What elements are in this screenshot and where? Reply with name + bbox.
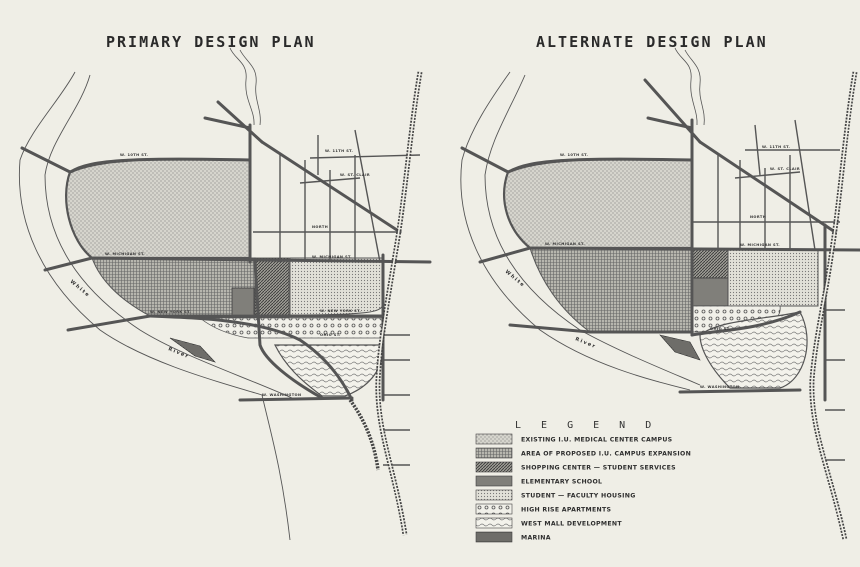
zone-elementary-school-alt: [691, 277, 729, 307]
zone-medical-center: [65, 157, 252, 260]
legend-label-medical: EXISTING I.U. MEDICAL CENTER CAMPUS: [521, 437, 672, 444]
legend-label-expansion: AREA OF PROPOSED I.U. CAMPUS EXPANSION: [521, 451, 691, 458]
legend-swatch-shopping: [475, 461, 513, 473]
creek: [229, 47, 261, 126]
primary-roads: [20, 100, 432, 402]
zone-shopping-center-alt: [691, 249, 729, 279]
legend-swatch-school: [475, 475, 513, 487]
legend: L E G E N D EXISTING I.U. MEDICAL CENTER…: [475, 420, 691, 543]
label-w11th-alt: W. 11TH ST.: [762, 145, 790, 149]
primary-plan-map: W. 10TH ST. W. MICHIGAN ST. W. NEW YORK …: [18, 47, 432, 541]
zone-medical-center-alt: [503, 157, 694, 250]
zone-shopping-center: [254, 257, 290, 319]
legend-title: L E G E N D: [515, 420, 658, 431]
creek-alt: [674, 47, 705, 126]
label-north-alt: NORTH: [750, 215, 766, 219]
label-michigan-primary: W. MICHIGAN ST.: [105, 252, 145, 256]
legend-swatch-westmall: [475, 517, 513, 529]
legend-swatch-medical: [475, 433, 513, 445]
primary-plan-title: PRIMARY DESIGN PLAN: [106, 33, 316, 51]
legend-item-housing: STUDENT — FACULTY HOUSING: [475, 489, 636, 501]
legend-item-expansion: AREA OF PROPOSED I.U. CAMPUS EXPANSION: [475, 447, 691, 459]
label-ohio-alt: OHIO ST.: [710, 327, 731, 331]
zone-student-housing: [289, 257, 384, 316]
zone-campus-expansion: [91, 257, 256, 319]
legend-label-school: ELEMENTARY SCHOOL: [521, 479, 602, 486]
alternate-roads: [460, 78, 860, 402]
label-washington-alt: W. WASHINGTON: [700, 385, 739, 389]
label-w11th-primary: W. 11TH ST.: [325, 149, 353, 153]
legend-item-shopping: SHOPPING CENTER — STUDENT SERVICES: [475, 461, 676, 473]
primary-freeway-spur: [348, 398, 380, 471]
label-michigan-alt: W. MICHIGAN ST.: [545, 242, 585, 246]
label-ohio-primary: OHIO ST.: [320, 333, 341, 337]
zone-west-mall: [274, 344, 384, 397]
legend-label-housing: STUDENT — FACULTY HOUSING: [521, 493, 636, 500]
primary-freeway-inner: [377, 71, 421, 536]
legend-label-highrise: HIGH RISE APARTMENTS: [521, 507, 611, 514]
label-newyork-primary-east: W. NEW YORK ST.: [320, 309, 361, 313]
alternate-plan-map: W. 10TH ST. W. MICHIGAN ST. OHIO ST. W. …: [460, 47, 860, 541]
legend-swatch-highrise: [475, 503, 513, 515]
zone-student-housing-alt: [727, 249, 819, 307]
label-w10th-alt: W. 10TH ST.: [560, 153, 588, 157]
zone-marina-alt: [659, 334, 701, 361]
label-white-primary: White: [69, 279, 91, 299]
zone-elementary-school: [231, 287, 255, 319]
legend-item-medical: EXISTING I.U. MEDICAL CENTER CAMPUS: [475, 433, 672, 445]
river-bank-east-alt: [484, 74, 701, 386]
river-bank-west: [18, 71, 291, 541]
label-michigan-alt-east: W. MICHIGAN ST.: [740, 243, 780, 247]
legend-swatch-marina: [475, 531, 513, 543]
label-w10th-primary: W. 10TH ST.: [120, 153, 148, 157]
legend-swatch-expansion: [475, 447, 513, 459]
river-bank-east: [44, 74, 293, 399]
legend-item-marina: MARINA: [475, 531, 551, 543]
legend-label-westmall: WEST MALL DEVELOPMENT: [521, 521, 622, 528]
alternate-freeway-inner: [811, 71, 856, 541]
zone-marina: [169, 337, 216, 363]
label-michigan-primary-east: W. MICHIGAN ST.: [312, 255, 352, 259]
label-north-primary: NORTH: [312, 225, 328, 229]
legend-item-westmall: WEST MALL DEVELOPMENT: [475, 517, 622, 529]
primary-minor-streets: [253, 129, 421, 466]
label-newyork-primary: W. NEW YORK ST.: [150, 310, 191, 314]
label-stclair-primary: W. ST. CLAIR: [340, 173, 370, 177]
label-stclair-alt: W. ST. CLAIR: [770, 167, 800, 171]
alternate-plan-title: ALTERNATE DESIGN PLAN: [536, 33, 768, 51]
legend-swatch-housing: [475, 489, 513, 501]
legend-item-highrise: HIGH RISE APARTMENTS: [475, 503, 611, 515]
legend-item-school: ELEMENTARY SCHOOL: [475, 475, 602, 487]
legend-label-marina: MARINA: [521, 535, 551, 542]
alternate-minor-streets: [692, 119, 845, 461]
legend-label-shopping: SHOPPING CENTER — STUDENT SERVICES: [521, 465, 676, 472]
label-river-alt: River: [574, 336, 597, 350]
zone-campus-expansion-alt: [529, 247, 693, 333]
label-washington-primary: W. WASHINGTON: [262, 393, 301, 397]
